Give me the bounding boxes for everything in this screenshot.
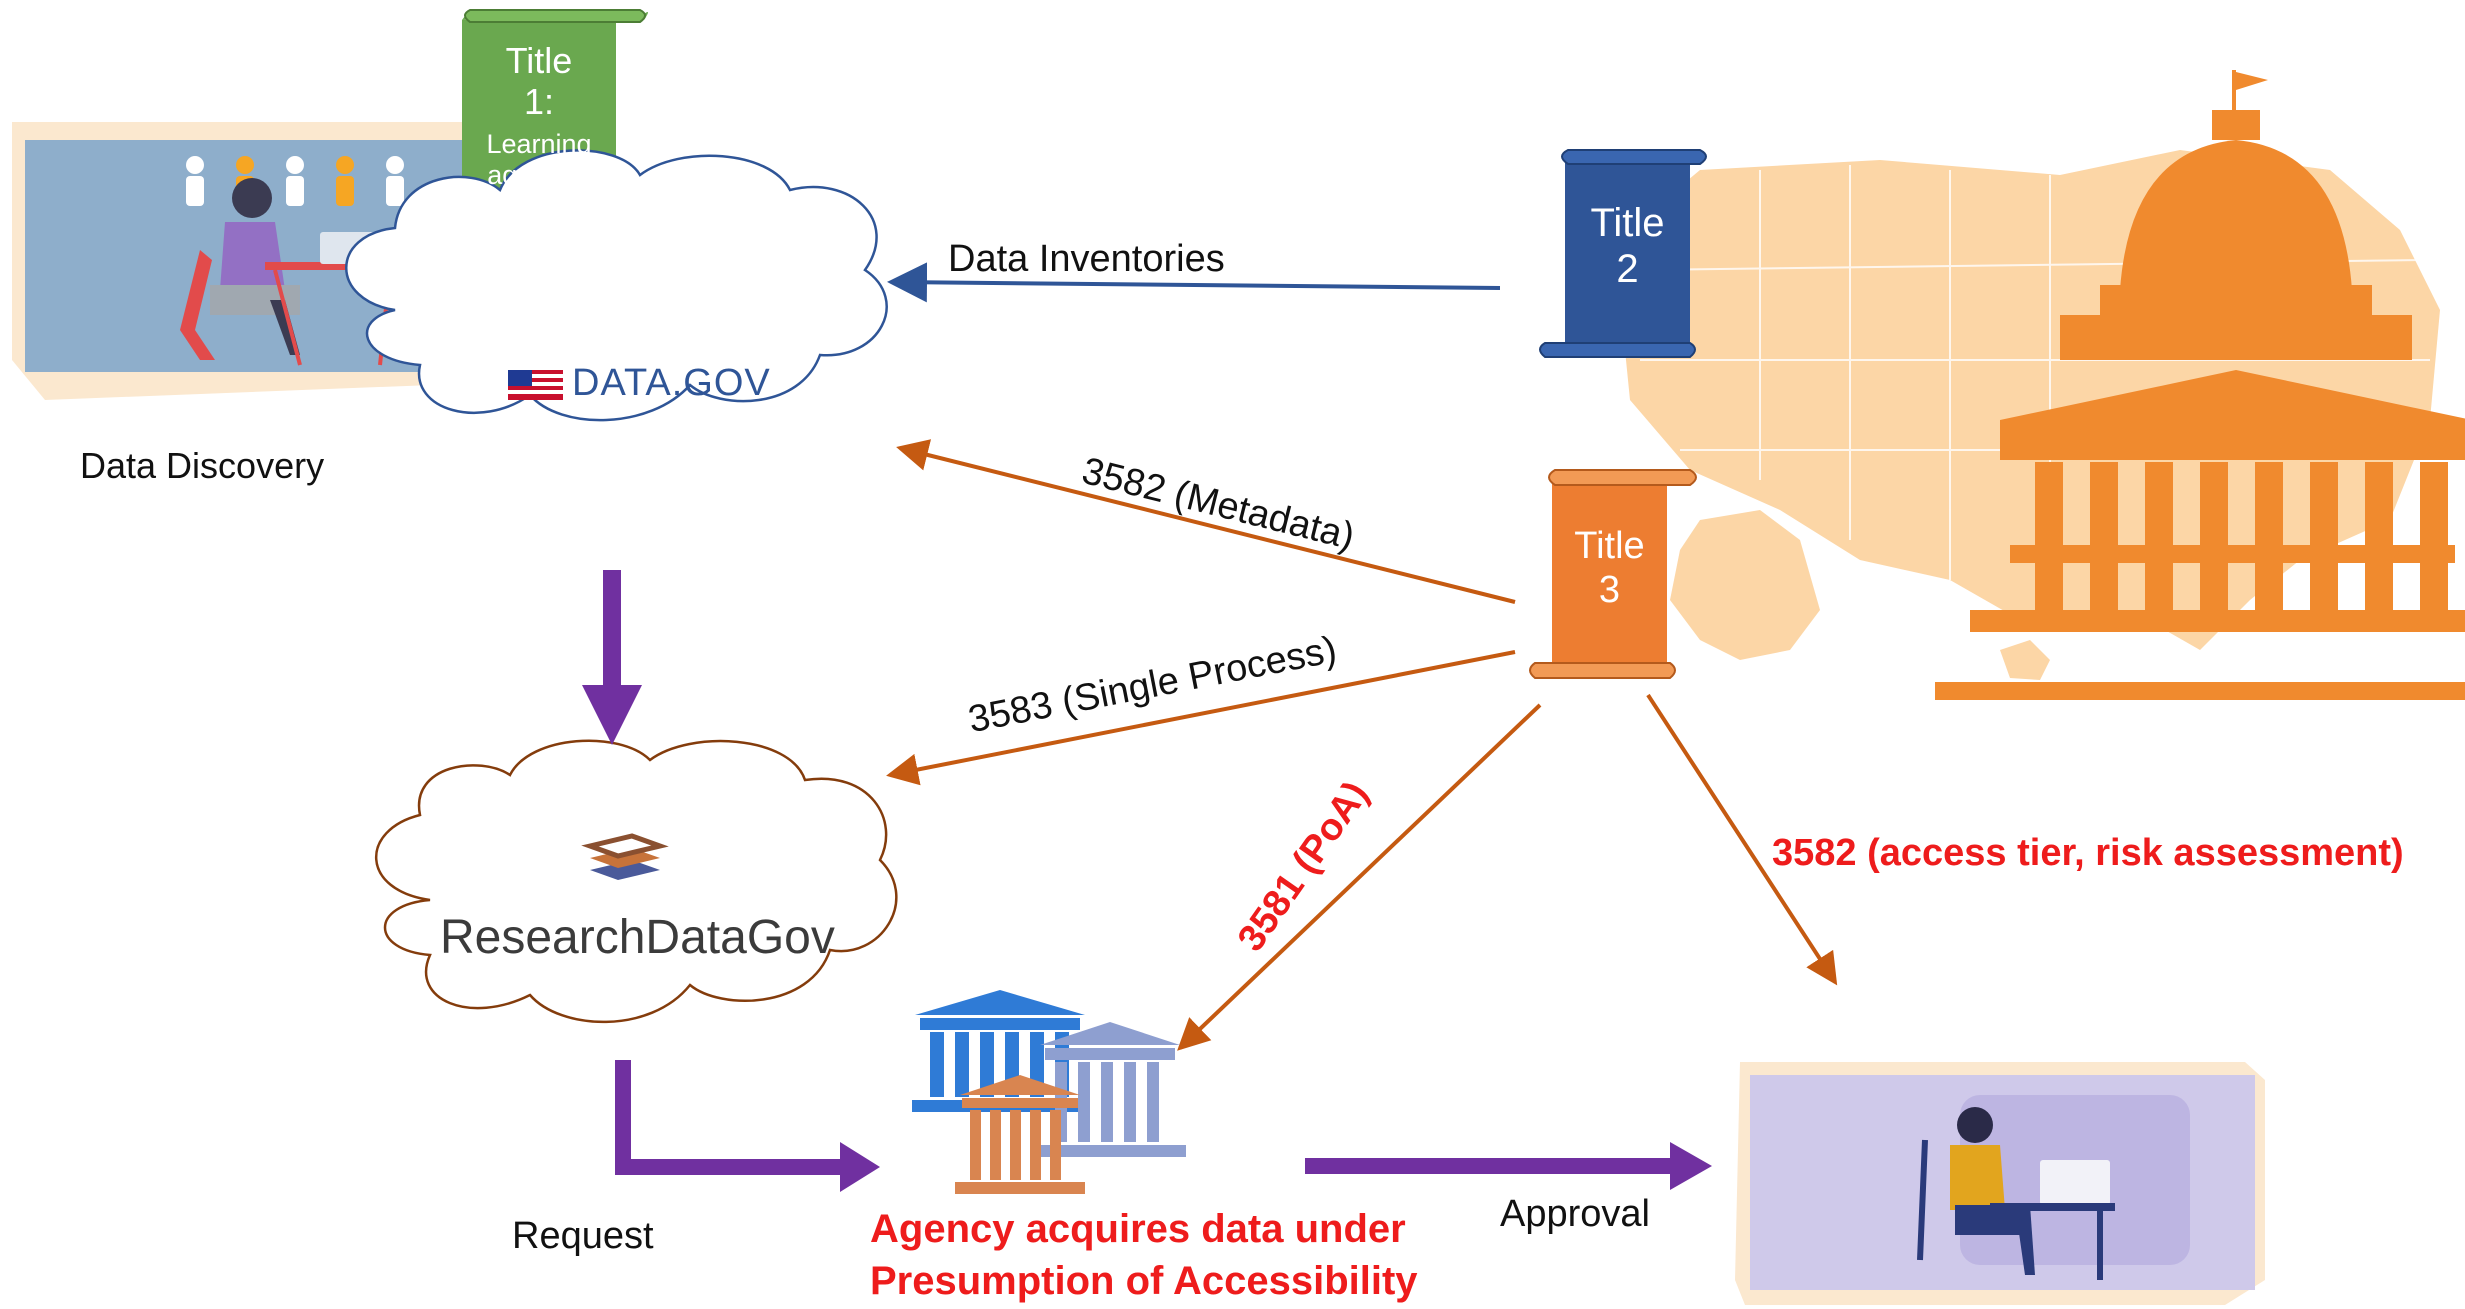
agency-buildings-icon [912,990,1186,1194]
title2-scroll [1539,149,1707,358]
person-at-laptop-icon [180,178,405,366]
researchdatagov-cloud [375,739,898,1024]
title1-line4: agendas [487,159,591,190]
alaska-shape [1670,510,1820,660]
datagov-cloud [345,149,888,422]
datagov-logo-text: DATA.GOV [572,362,771,404]
capitol-building-icon [1935,70,2465,700]
request-label: Request [512,1215,654,1257]
agency-caption-line1: Agency acquires data under [870,1207,1406,1251]
access-tier-3582-arrow [1646,693,1838,986]
poa-3581-arrow [1177,703,1542,1051]
approval-arrow [1305,1142,1712,1190]
data-inventories-label: Data Inventories [948,238,1225,280]
single-process-3583-arrow [886,650,1516,786]
title2-line1: Title [1590,201,1665,245]
agency-caption: Agency acquires data under Presumption o… [870,1203,1418,1307]
title3-scroll-text: Title 3 [1552,525,1667,612]
researcher-illustration [1735,1062,2265,1305]
access-tier-3582-label: 3582 (access tier, risk assessment) [1772,832,2404,874]
approval-label: Approval [1500,1193,1650,1235]
researchdatagov-logo-text: ResearchDataGov [440,911,835,964]
title3-line2: 3 [1598,568,1621,611]
metadata-3582-arrow [896,439,1516,604]
title1-line3: Learning [486,128,592,159]
title1-scroll-text: Title 1: Learning agendas [462,40,616,191]
us-flag-icon [508,370,563,400]
title1-line2: 1: [523,81,555,123]
researchdatagov-logo-icon [581,833,669,880]
title3-scroll [1529,469,1697,679]
agency-caption-line2: Presumption of Accessibility [870,1259,1418,1303]
hawaii-shape [2000,640,2050,680]
data-discovery-label: Data Discovery [80,445,325,486]
title1-line1: Title [505,40,573,81]
us-map-capitol-illustration [1620,70,2465,700]
woman-at-laptop-icon [1917,1107,2115,1280]
datagov-to-researchdatagov-arrow [582,570,642,745]
title2-scroll-text: Title 2 [1565,200,1690,292]
request-arrow [615,1060,880,1192]
data-inventories-arrow [887,262,1501,303]
title2-line2: 2 [1616,247,1639,291]
title3-line1: Title [1574,525,1645,567]
